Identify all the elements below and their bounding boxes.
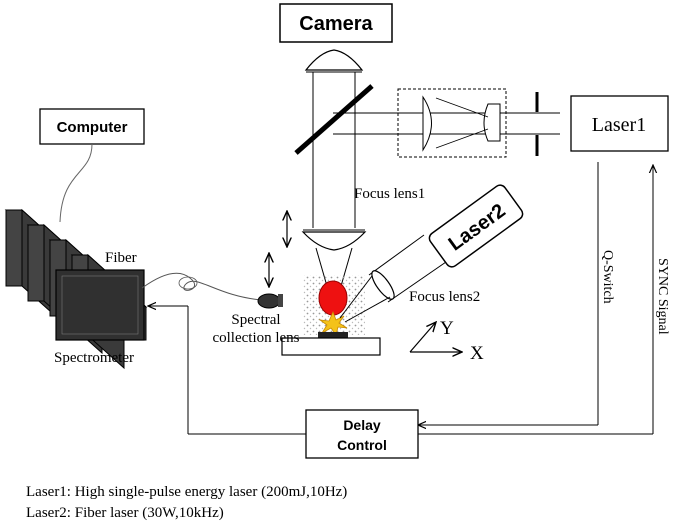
y-axis-arrow [409, 322, 436, 353]
beam-expander-box [397, 88, 507, 158]
y-axis-label: Y [440, 318, 454, 339]
sample-stage [281, 337, 381, 356]
focus-lens2-label: Focus lens2 [409, 289, 480, 305]
camera-lens [304, 49, 364, 71]
collection-lens-label: collection lens [212, 330, 299, 346]
collection-lens [257, 293, 281, 309]
computer-label: Computer [57, 119, 128, 136]
delay-label: Delay [343, 417, 381, 433]
computer-box: Computer [39, 108, 145, 145]
focus-lens1-label: Focus lens1 [354, 186, 425, 202]
camera-label: Camera [299, 13, 373, 35]
delay-control-box: Delay Control [305, 409, 419, 459]
dichroic-mirror [294, 84, 374, 155]
laser2-box: Laser2 [428, 184, 524, 268]
spectrometer [4, 208, 148, 370]
fiber-cable [141, 272, 263, 301]
x-axis-label: X [470, 343, 484, 364]
camera-box: Camera [279, 3, 393, 43]
computer-cable [59, 143, 93, 223]
focus-lens2 [371, 270, 395, 300]
spectral-label: Spectral [231, 312, 280, 328]
fiber-label: Fiber [105, 250, 137, 266]
expander-lens-1 [422, 95, 432, 152]
control-label: Control [337, 437, 387, 453]
focus-lens1 [301, 231, 367, 251]
laser1-label: Laser1 [592, 114, 646, 136]
expander-lens-2 [483, 103, 501, 142]
sync-signal-label: SYNC Signal [655, 258, 670, 335]
spectrometer-label: Spectrometer [54, 350, 134, 366]
q-switch-label: Q-Switch [600, 250, 615, 304]
plasma-plume [318, 280, 348, 316]
laser1-note: Laser1: High single-pulse energy laser (… [26, 484, 348, 500]
laser1-box: Laser1 [570, 95, 669, 152]
laser2-note: Laser2: Fiber laser (30W,10kHz) [26, 505, 224, 521]
